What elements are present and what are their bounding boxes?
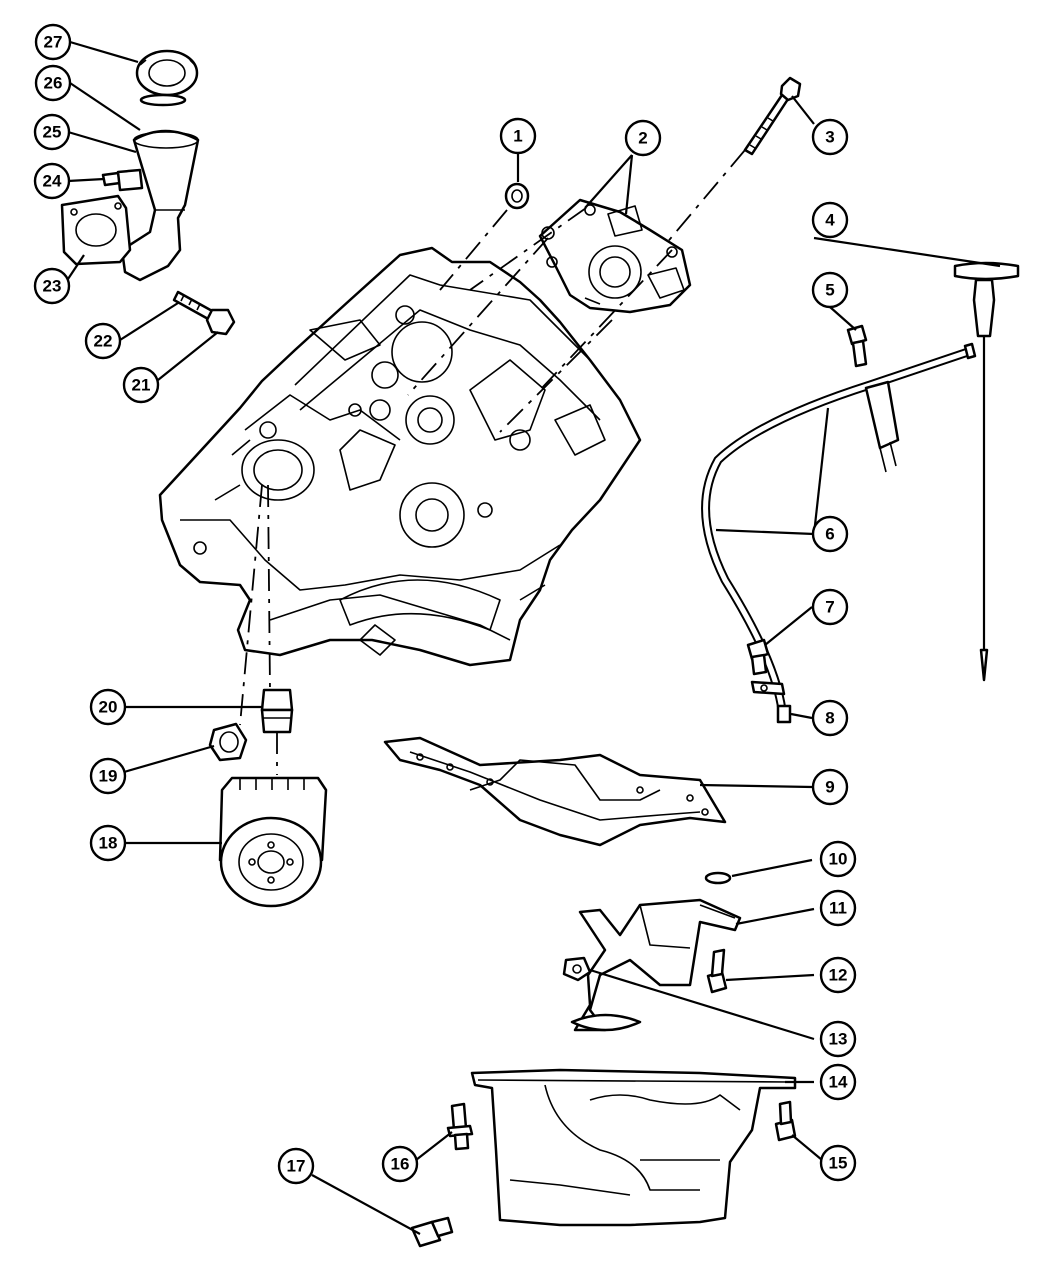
part-25-filler-tube (120, 129, 200, 282)
callout-14: 14 (819, 1063, 857, 1101)
callout-20-label: 20 (99, 698, 118, 717)
callout-24-label: 24 (43, 172, 62, 191)
callout-15-label: 15 (829, 1154, 848, 1173)
callout-9: 9 (811, 768, 849, 806)
part-24-sensor (101, 168, 144, 192)
callout-4: 4 (811, 201, 849, 239)
part-19-adapter (208, 722, 248, 762)
engine-block (158, 246, 642, 667)
callout-2: 2 (624, 119, 662, 157)
callout-12: 12 (819, 956, 857, 994)
callout-8-label: 8 (825, 709, 834, 728)
callout-24: 24 (33, 162, 71, 200)
callout-3: 3 (811, 118, 849, 156)
callout-25-label: 25 (43, 123, 62, 142)
callout-15: 15 (819, 1144, 857, 1182)
callout-27: 27 (34, 23, 72, 61)
callout-14-label: 14 (829, 1073, 848, 1092)
callout-1-label: 1 (513, 127, 522, 146)
callout-20: 20 (89, 688, 127, 726)
part-17-drain-plug (410, 1216, 454, 1248)
part-16-stud (446, 1102, 474, 1151)
callout-21: 21 (122, 366, 160, 404)
part-1-plug (504, 182, 530, 210)
callout-9-label: 9 (825, 778, 834, 797)
callout-16: 16 (381, 1145, 419, 1183)
callout-19: 19 (89, 757, 127, 795)
callout-8: 8 (811, 699, 849, 737)
part-11-pickup-tube (570, 898, 742, 1032)
callout-7-label: 7 (825, 598, 834, 617)
part-8-bracket (750, 680, 792, 724)
part-27-filler-cap (135, 49, 199, 97)
callout-13-label: 13 (829, 1030, 848, 1049)
leader-lines (65, 40, 1001, 1235)
callout-23-label: 23 (43, 277, 62, 296)
callout-12-label: 12 (829, 966, 848, 985)
callout-22-label: 22 (94, 332, 113, 351)
part-21-bolt-head (205, 308, 236, 336)
callout-6-label: 6 (825, 525, 834, 544)
callout-7: 7 (811, 588, 849, 626)
callout-2-label: 2 (638, 129, 647, 148)
callout-19-label: 19 (99, 767, 118, 786)
callout-4-label: 4 (825, 211, 835, 230)
callout-11: 11 (819, 889, 857, 927)
part-12-bolt (706, 948, 728, 994)
part-7-bolt (746, 638, 770, 676)
part-20-fitting (260, 688, 294, 734)
callout-23: 23 (33, 267, 71, 305)
callout-18: 18 (89, 824, 127, 862)
callout-16-label: 16 (391, 1155, 410, 1174)
callout-18-label: 18 (99, 834, 118, 853)
callout-21-label: 21 (132, 376, 151, 395)
assembly-centerlines (239, 149, 746, 775)
callout-10-label: 10 (829, 850, 848, 869)
callout-17-label: 17 (287, 1157, 306, 1176)
part-23-gasket (60, 194, 132, 266)
callout-6: 6 (811, 515, 849, 553)
callout-5: 5 (811, 271, 849, 309)
callout-3-label: 3 (825, 128, 834, 147)
callout-26: 26 (34, 64, 72, 102)
part-5-bolt (846, 324, 868, 368)
part-18-oil-filter (218, 776, 328, 908)
callout-1: 1 (499, 117, 537, 155)
part-14-oil-pan (470, 1068, 797, 1227)
callout-17: 17 (277, 1147, 315, 1185)
part-4-dipstick (953, 261, 1020, 682)
part-3-bolt (743, 76, 802, 156)
callout-22: 22 (84, 322, 122, 360)
part-15-bolt (774, 1100, 797, 1142)
callout-27-label: 27 (44, 33, 63, 52)
callout-26-label: 26 (44, 74, 63, 93)
part-13-nut (562, 956, 592, 982)
callout-11-label: 11 (829, 899, 847, 918)
part-26-seal (139, 93, 187, 107)
part-10-o-ring (704, 871, 732, 885)
callout-10: 10 (819, 840, 857, 878)
callout-5-label: 5 (825, 281, 834, 300)
part-9-gasket (383, 736, 727, 847)
callout-13: 13 (819, 1020, 857, 1058)
part-2-oil-pump (538, 198, 692, 314)
callout-25: 25 (33, 113, 71, 151)
